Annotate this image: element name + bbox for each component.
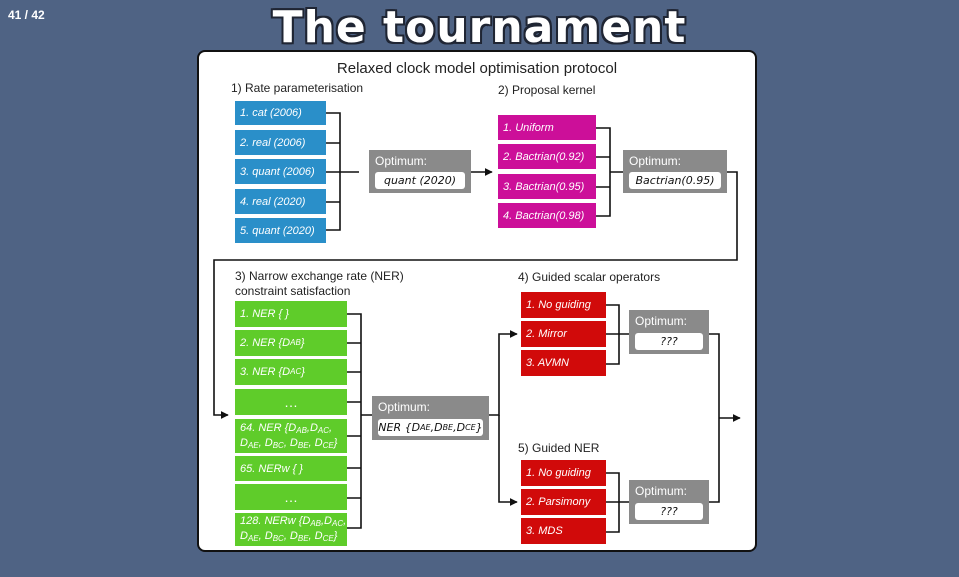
guided-ner-optimum-value: ??? xyxy=(635,503,703,520)
guided-ner-optimum-box: Optimum: ??? xyxy=(629,480,709,524)
proposal-optimum-box: Optimum: Bactrian(0.95) xyxy=(623,150,727,193)
rate-option: 5. quant (2020) xyxy=(235,218,326,243)
diagram-panel: Relaxed clock model optimisation protoco… xyxy=(197,50,757,552)
rate-optimum-box: Optimum: quant (2020) xyxy=(369,150,471,193)
rate-optimum-value: quant (2020) xyxy=(375,172,465,189)
proposal-option: 4. Bactrian(0.98) xyxy=(498,203,596,228)
rate-option: 1. cat (2006) xyxy=(235,101,326,125)
slide-counter: 41 / 42 xyxy=(8,8,45,22)
guided-scalar-option: 3. AVMN xyxy=(521,350,606,376)
proposal-option: 2. Bactrian(0.92) xyxy=(498,144,596,169)
ner-optimum-label: Optimum: xyxy=(378,400,431,414)
guided-ner-option: 2. Parsimony xyxy=(521,489,606,515)
guided-scalar-optimum-label: Optimum: xyxy=(635,314,688,328)
rate-option: 3. quant (2006) xyxy=(235,159,326,184)
guided-scalar-optimum-value: ??? xyxy=(635,333,703,350)
proposal-optimum-value: Bactrian(0.95) xyxy=(629,172,721,189)
proposal-section-label: 2) Proposal kernel xyxy=(498,83,596,97)
guided-scalar-option: 2. Mirror xyxy=(521,321,606,347)
rate-optimum-label: Optimum: xyxy=(375,154,428,168)
rate-section-label: 1) Rate parameterisation xyxy=(231,81,364,95)
guided-ner-optimum-label: Optimum: xyxy=(635,484,688,498)
guided-scalar-option: 1. No guiding xyxy=(521,292,606,318)
guided-ner-section-label: 5) Guided NER xyxy=(518,441,600,455)
ner-section-label-line2: constraint satisfaction xyxy=(235,284,351,298)
slide-title: The tournament xyxy=(272,2,687,53)
ner-ellipsis: … xyxy=(235,484,347,510)
proposal-option: 1. Uniform xyxy=(498,115,596,140)
ner-option: 64. NER {DAB,DAC,DAE, DBC, DBE, DCE} xyxy=(235,419,347,453)
guided-ner-option: 3. MDS xyxy=(521,518,606,544)
diagram-heading: Relaxed clock model optimisation protoco… xyxy=(336,60,618,77)
ner-option: 128. NERw {DAB,DAC,DAE, DBC, DBE, DCE} xyxy=(235,513,347,546)
guided-ner-option: 1. No guiding xyxy=(521,460,606,486)
proposal-optimum-label: Optimum: xyxy=(629,154,682,168)
proposal-option: 3. Bactrian(0.95) xyxy=(498,174,596,199)
ner-section-label: 3) Narrow exchange rate (NER) xyxy=(235,269,404,283)
ner-option: 65. NERw { } xyxy=(235,456,347,481)
guided-scalar-optimum-box: Optimum: ??? xyxy=(629,310,709,354)
rate-option: 2. real (2006) xyxy=(235,130,326,155)
ner-option: 1. NER { } xyxy=(235,301,347,327)
connector-lines xyxy=(213,112,759,533)
guided-scalar-section-label: 4) Guided scalar operators xyxy=(518,270,661,284)
rate-option: 4. real (2020) xyxy=(235,189,326,214)
ner-ellipsis: … xyxy=(235,389,347,415)
